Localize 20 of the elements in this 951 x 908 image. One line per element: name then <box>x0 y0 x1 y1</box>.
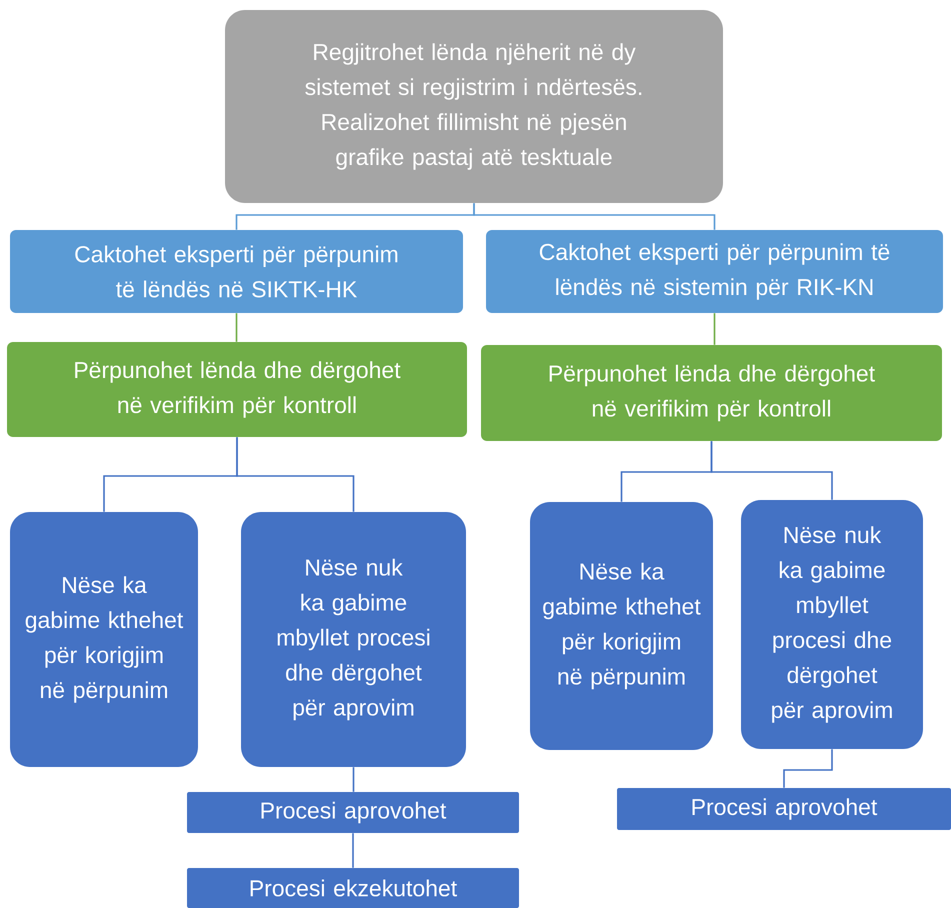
connector <box>783 749 833 788</box>
connector <box>352 767 354 792</box>
connector <box>714 313 716 345</box>
process-box: Nëse nuk ka gabime mbyllet procesi dhe dërgohet për aprovim <box>241 512 466 767</box>
process-box: Përpunohet lënda dhe dërgohet në verifikim për kontroll <box>7 342 467 437</box>
connector <box>710 441 833 500</box>
process-box: Procesi ekzekutohet <box>187 868 519 908</box>
process-box: Regjitrohet lënda njëherit në dy sistemet si regjistrim i ndërtesës. Realizohet fillimisht në pjesën grafike pastaj atë tesktuale <box>225 10 723 203</box>
process-box: Përpunohet lënda dhe dërgohet në verifikim për kontroll <box>481 345 942 441</box>
process-box: Nëse nuk ka gabime mbyllet procesi dhe dërgohet për aprovim <box>741 500 923 749</box>
process-box: Caktohet eksperti për përpunim të lëndës në SIKTK-HK <box>10 230 463 313</box>
connector <box>236 437 354 512</box>
process-box: Procesi aprovohet <box>617 788 951 830</box>
process-box: Nëse ka gabime kthehet për korigjim në përpunim <box>10 512 198 767</box>
process-box: Nëse ka gabime kthehet për korigjim në përpunim <box>530 502 713 750</box>
connector <box>236 313 238 342</box>
connector <box>352 833 354 868</box>
process-box: Procesi aprovohet <box>187 792 519 833</box>
process-box: Caktohet eksperti për përpunim të lëndës në sistemin për RIK-KN <box>486 230 943 313</box>
connector <box>473 203 716 230</box>
